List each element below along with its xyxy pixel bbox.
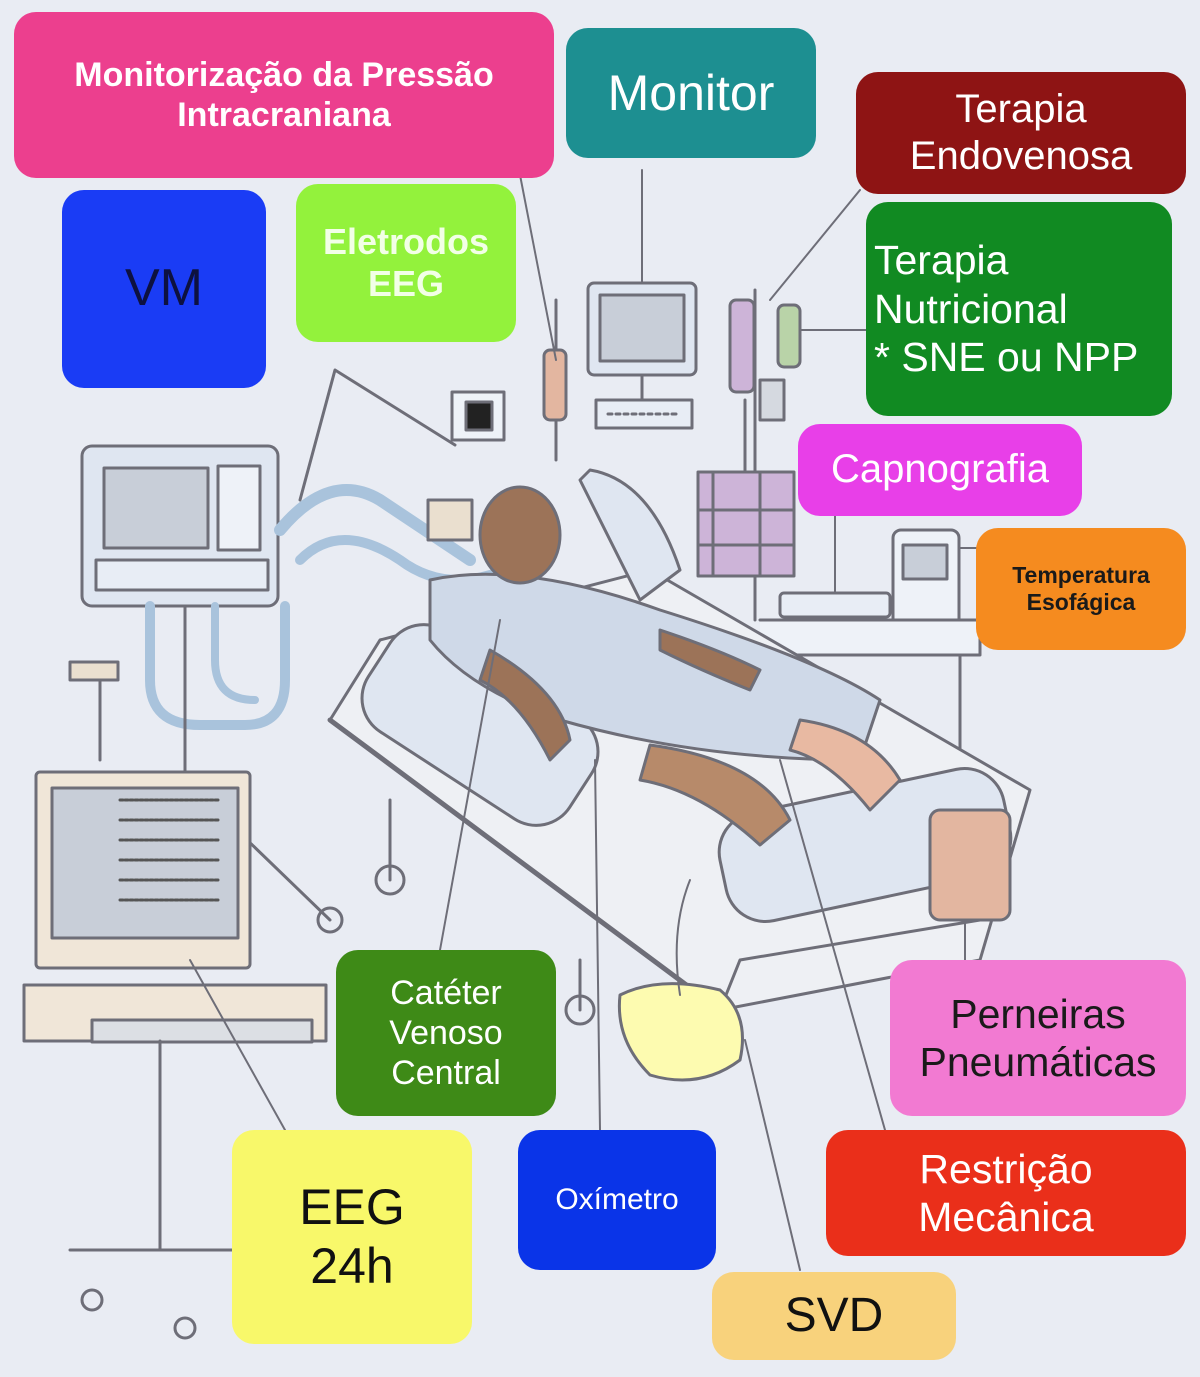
label-eletrodos-line2: EEG xyxy=(367,263,445,304)
eeg-workstation-icon xyxy=(22,660,328,1340)
label-restricao-line1: Restrição xyxy=(919,1145,1093,1192)
label-nutri-line3: * SNE ou NPP xyxy=(874,334,1139,381)
label-eeg-24h: EEG 24h xyxy=(232,1130,472,1344)
label-monitor-line1: Monitor xyxy=(607,64,775,121)
label-terapia-ev-line2: Endovenosa xyxy=(909,134,1133,178)
label-capnografia-line1: Capnografia xyxy=(831,447,1049,492)
label-vm-line1: VM xyxy=(125,259,203,318)
label-vm: VM xyxy=(62,190,266,388)
label-cateter-venoso-central: Catéter Venoso Central xyxy=(336,950,556,1116)
label-temperatura-line1: Temperatura xyxy=(1012,561,1150,588)
label-terapia-nutricional: Terapia Nutricional * SNE ou NPP xyxy=(866,202,1172,416)
label-eeg24-line2: 24h xyxy=(310,1238,394,1294)
label-monitor: Monitor xyxy=(566,28,816,158)
label-perneiras-line2: Pneumáticas xyxy=(919,1039,1157,1085)
label-eletrodos-line1: Eletrodos xyxy=(322,220,490,262)
label-restricao-line2: Mecânica xyxy=(918,1194,1094,1240)
label-capnografia: Capnografia xyxy=(798,424,1082,516)
label-temperatura-line2: Esofágica xyxy=(1026,589,1136,615)
label-oximetro-line1: Oxímetro xyxy=(555,1183,679,1217)
label-perneiras-pneumaticas: Perneiras Pneumáticas xyxy=(890,960,1186,1116)
label-cateter-line2: Venoso xyxy=(389,1013,503,1052)
bedside-monitor-icon xyxy=(586,169,698,430)
label-pic-line2: Intracraniana xyxy=(177,96,391,134)
label-restricao-mecanica: Restrição Mecânica xyxy=(826,1130,1186,1256)
label-eletrodos-eeg: Eletrodos EEG xyxy=(296,184,516,342)
label-pic-line1: Monitorização da Pressão xyxy=(74,55,494,94)
capnography-device-icon xyxy=(778,514,892,619)
label-cateter-line1: Catéter xyxy=(390,973,502,1012)
patient-icon xyxy=(428,485,902,847)
label-terapia-ev-line1: Terapia xyxy=(955,86,1087,131)
label-eeg24-line1: EEG xyxy=(299,1179,405,1235)
label-svd: SVD xyxy=(712,1272,956,1360)
label-perneiras-line1: Perneiras xyxy=(950,990,1126,1037)
label-terapia-endovenosa: Terapia Endovenosa xyxy=(856,72,1186,194)
label-nutri-line1: Terapia xyxy=(874,237,1009,284)
label-cateter-line3: Central xyxy=(391,1054,501,1093)
label-pic: Monitorização da Pressão Intracraniana xyxy=(14,12,554,178)
urine-bag-icon xyxy=(617,879,801,1271)
iv-pole-icon xyxy=(696,189,869,622)
temperature-monitor-icon xyxy=(891,528,981,642)
label-svd-line1: SVD xyxy=(784,1288,884,1342)
label-temperatura-esofagica: Temperatura Esofágica xyxy=(976,528,1186,650)
ventilator-icon xyxy=(80,444,344,934)
label-nutri-line2: Nutricional xyxy=(874,285,1068,332)
label-oximetro: Oxímetro xyxy=(518,1130,716,1270)
